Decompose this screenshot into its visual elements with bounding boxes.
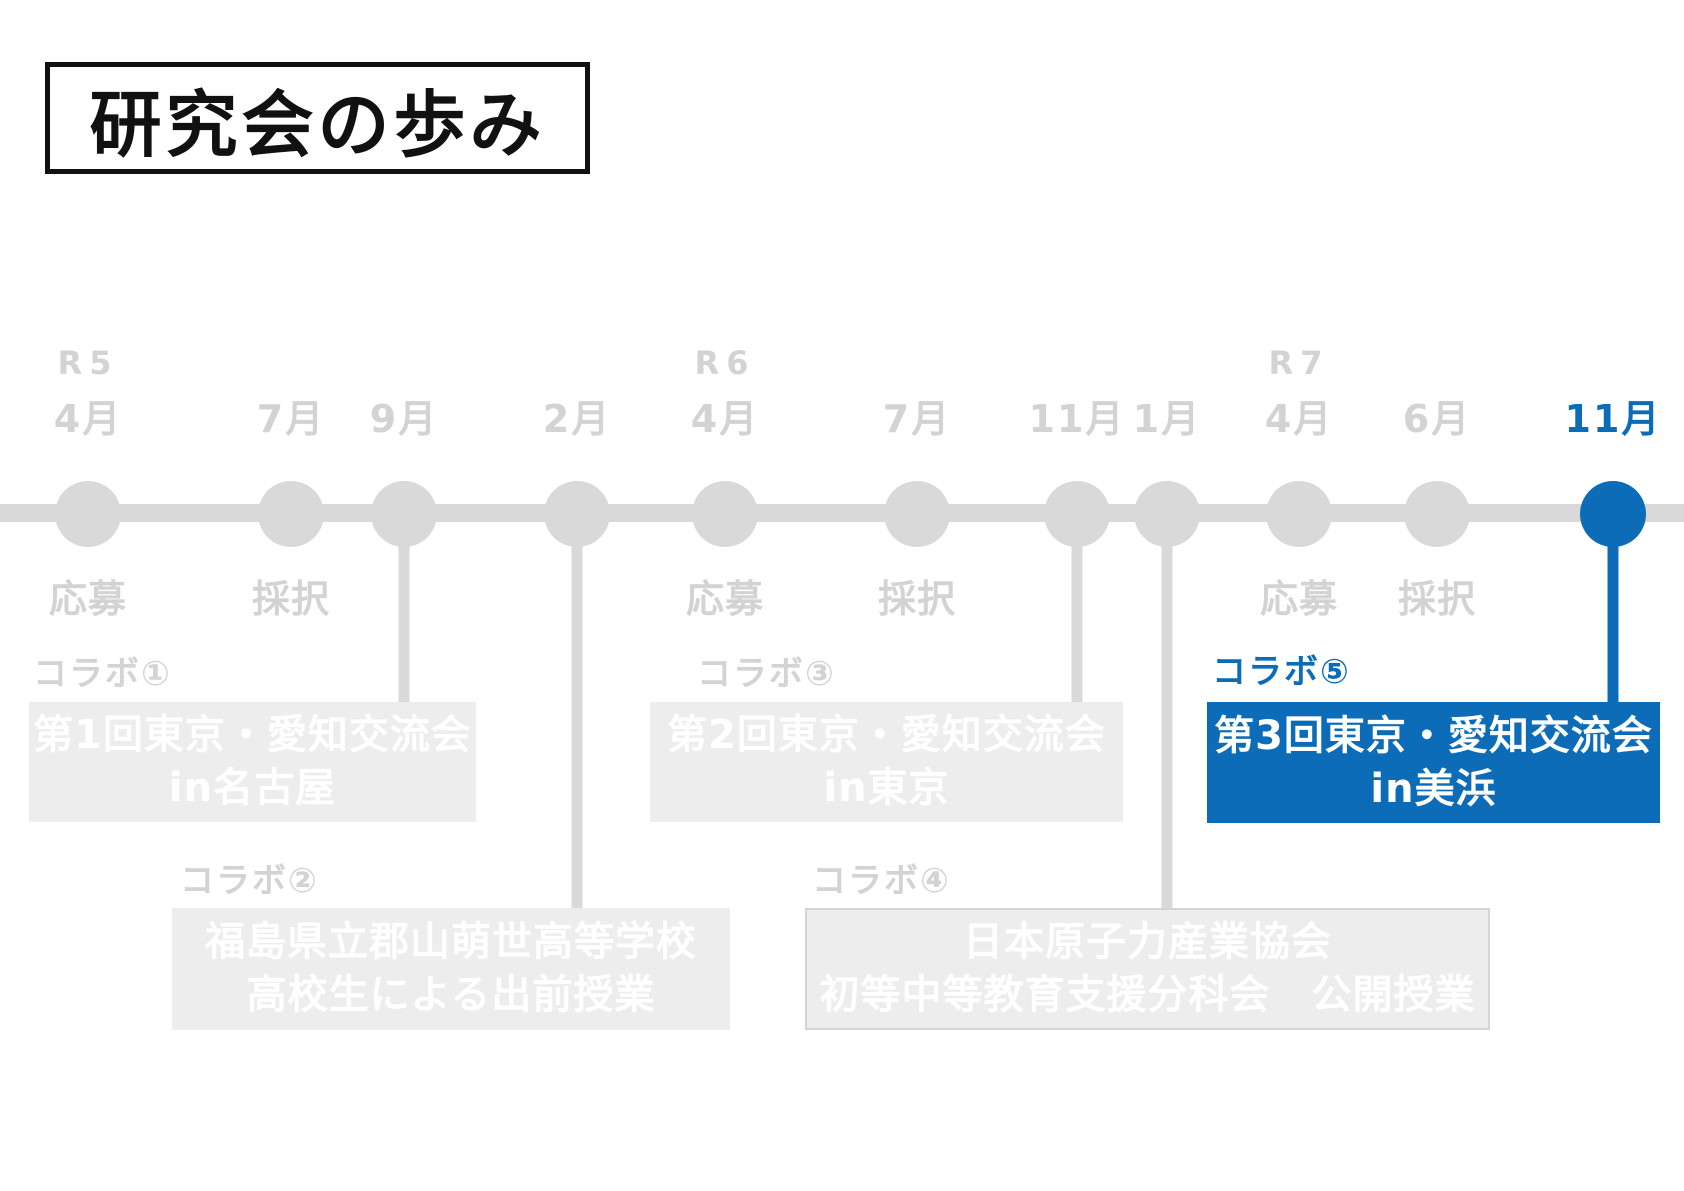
month-label: 9月 xyxy=(369,397,439,441)
page-title: 研究会の歩み xyxy=(89,82,546,167)
phase-label: 採択 xyxy=(251,577,331,621)
month-label: 11月 xyxy=(1564,397,1662,441)
event-box: 第1回東京・愛知交流会 in名古屋 xyxy=(29,702,476,822)
collab-label: コラボ③ xyxy=(697,654,836,694)
page-title-box: 研究会の歩み xyxy=(45,62,590,174)
connector-line xyxy=(1071,514,1083,702)
era-label: R5 xyxy=(57,344,119,382)
phase-label: 採択 xyxy=(877,577,957,621)
month-label: 7月 xyxy=(882,397,952,441)
event-box: 日本原子力産業協会初等中等教育支援分科会 公開授業 xyxy=(805,908,1490,1030)
timeline-dot xyxy=(1404,481,1470,547)
phase-label: 応募 xyxy=(685,577,765,621)
month-label: 1月 xyxy=(1132,397,1202,441)
phase-label: 応募 xyxy=(1259,577,1339,621)
timeline-dot xyxy=(1044,481,1110,547)
month-label: 7月 xyxy=(256,397,326,441)
collab-label: コラボ④ xyxy=(812,861,951,901)
event-subtitle: in名古屋 xyxy=(168,765,337,811)
month-label: 6月 xyxy=(1402,397,1472,441)
timeline-dot xyxy=(1580,481,1646,547)
collab-label: コラボ⑤ xyxy=(1212,652,1351,692)
phase-label: 応募 xyxy=(48,577,128,621)
month-label: 11月 xyxy=(1028,397,1126,441)
connector-line xyxy=(398,514,410,702)
month-label: 4月 xyxy=(53,397,123,441)
timeline-dot xyxy=(692,481,758,547)
month-label: 2月 xyxy=(542,397,612,441)
event-title: 第3回東京・愛知交流会 xyxy=(1214,712,1653,759)
event-box: 第2回東京・愛知交流会 in東京 xyxy=(650,702,1123,822)
phase-label: 採択 xyxy=(1397,577,1477,621)
connector-line xyxy=(1607,514,1619,702)
month-label: 4月 xyxy=(690,397,760,441)
event-subtitle: in東京 xyxy=(823,765,950,811)
timeline-dot xyxy=(1134,481,1200,547)
event-subtitle: in美浜 xyxy=(1370,765,1497,812)
timeline-dot xyxy=(1266,481,1332,547)
event-box: 第3回東京・愛知交流会 in美浜 xyxy=(1207,702,1660,823)
event-box: 福島県立郡山萌世高等学校高校生による出前授業 xyxy=(172,908,730,1030)
event-subtitle: 初等中等教育支援分科会 公開授業 xyxy=(819,972,1476,1018)
timeline-dot xyxy=(258,481,324,547)
event-subtitle: 高校生による出前授業 xyxy=(246,972,656,1018)
timeline-dot xyxy=(544,481,610,547)
event-title: 第1回東京・愛知交流会 xyxy=(33,712,472,759)
collab-label: コラボ① xyxy=(33,654,172,694)
collab-label: コラボ② xyxy=(180,861,319,901)
event-title: 日本原子力産業協会 xyxy=(963,919,1332,966)
connector-line xyxy=(1161,514,1173,908)
timeline-dot xyxy=(884,481,950,547)
timeline-dot xyxy=(371,481,437,547)
era-label: R6 xyxy=(694,344,756,382)
event-title: 福島県立郡山萌世高等学校 xyxy=(205,919,697,966)
connector-line xyxy=(571,514,583,908)
timeline-dot xyxy=(55,481,121,547)
month-label: 4月 xyxy=(1264,397,1334,441)
event-title: 第2回東京・愛知交流会 xyxy=(667,712,1106,759)
era-label: R7 xyxy=(1268,344,1330,382)
